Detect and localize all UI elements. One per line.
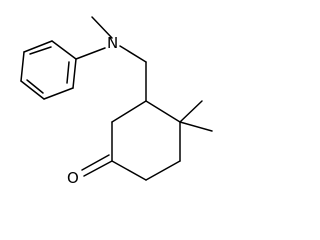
chemical-structure-diagram: N O (20, 16, 213, 187)
gem-methyl-bond-2 (179, 121, 213, 132)
phenyl-bond-3 (20, 80, 45, 100)
n-phenyl-bond (75, 47, 106, 60)
carbonyl-double-bond (81, 154, 113, 177)
phenyl-ring (20, 40, 77, 100)
n-methylene-bond (119, 45, 147, 63)
phenyl-double-bond-1 (66, 61, 70, 84)
n-methyl-bond (91, 16, 113, 39)
ring-bond-c2-c3 (111, 100, 147, 123)
cyclohexanone-ring (111, 100, 181, 181)
carbonyl-bond-inner (81, 154, 110, 171)
oxygen-atom-label: O (67, 169, 79, 187)
phenyl-bond-4 (20, 51, 25, 82)
carbonyl-bond-outer (83, 160, 113, 177)
phenyl-double-bond-2 (26, 79, 44, 94)
ring-bond-c3-c4 (145, 100, 181, 123)
nitrogen-atom-label: N (107, 34, 118, 52)
ring-bond-c5-c6 (145, 160, 181, 181)
gem-methyl-bond-1 (179, 100, 203, 123)
phenyl-bond-1 (72, 58, 77, 89)
phenyl-bond-2 (43, 87, 74, 100)
phenyl-bond-5 (23, 40, 53, 53)
ring-bond-c6-c1 (111, 160, 147, 181)
phenyl-double-bond-3 (29, 46, 52, 55)
phenyl-bond-6 (51, 40, 77, 60)
